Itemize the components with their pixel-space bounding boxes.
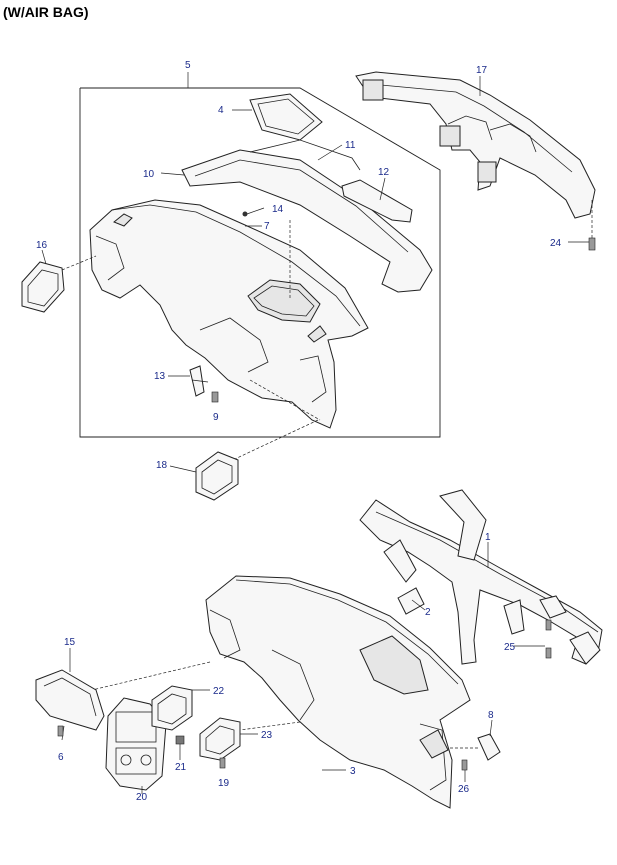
callout-6: 6 xyxy=(58,752,64,763)
callout-8: 8 xyxy=(488,710,494,721)
callout-4: 4 xyxy=(218,105,224,116)
callout-24: 24 xyxy=(550,238,562,249)
callout-9: 9 xyxy=(213,412,219,423)
part-airbag-door[interactable] xyxy=(249,93,323,141)
callout-22: 22 xyxy=(213,686,225,697)
part-rear-duct[interactable] xyxy=(355,71,596,219)
callout-25: 25 xyxy=(504,642,516,653)
part-bolt-25a[interactable] xyxy=(545,619,552,631)
callout-10: 10 xyxy=(143,169,155,180)
part-center-duct[interactable] xyxy=(181,139,433,293)
part-crash-pad-upper[interactable] xyxy=(89,199,369,429)
part-screw-26[interactable] xyxy=(461,759,468,771)
callout-5: 5 xyxy=(185,60,191,71)
part-center-fascia[interactable] xyxy=(105,697,167,791)
part-screw-9[interactable] xyxy=(211,391,219,403)
callout-2: 2 xyxy=(425,607,431,618)
part-bracket-8[interactable] xyxy=(477,733,501,761)
callout-23: 23 xyxy=(261,730,273,741)
part-side-vent-right[interactable] xyxy=(199,717,241,761)
assembly-frame xyxy=(79,72,441,438)
part-clip-14[interactable] xyxy=(242,211,248,217)
part-bolt-25b[interactable] xyxy=(545,647,552,659)
callout-7: 7 xyxy=(264,221,270,232)
callout-3: 3 xyxy=(350,766,356,777)
part-crash-pad-lower[interactable] xyxy=(205,575,471,809)
callout-14: 14 xyxy=(272,204,284,215)
callout-21: 21 xyxy=(175,762,187,773)
callout-12: 12 xyxy=(378,167,390,178)
callout-11: 11 xyxy=(345,140,356,151)
callout-1: 1 xyxy=(485,532,491,543)
callout-16: 16 xyxy=(36,240,48,251)
callout-26: 26 xyxy=(458,784,470,795)
callout-19: 19 xyxy=(218,778,230,789)
part-side-vent-left[interactable] xyxy=(21,255,97,313)
callout-15: 15 xyxy=(64,637,76,648)
part-screw-19[interactable] xyxy=(219,757,226,769)
callout-13: 13 xyxy=(154,371,166,382)
part-cluster-fascia[interactable] xyxy=(35,669,105,731)
part-side-bracket[interactable] xyxy=(341,179,413,223)
part-cowl-crossmember[interactable] xyxy=(359,489,603,665)
callout-17: 17 xyxy=(476,65,488,76)
part-clip-21[interactable] xyxy=(175,735,185,745)
part-bracket-13[interactable] xyxy=(189,365,209,397)
part-screw-6[interactable] xyxy=(57,725,64,737)
part-screw-24[interactable] xyxy=(588,237,596,251)
part-center-vent-22[interactable] xyxy=(151,685,193,731)
callout-20: 20 xyxy=(136,792,148,803)
diagram-title: (W/AIR BAG) xyxy=(3,4,89,20)
part-center-vent[interactable] xyxy=(195,451,239,501)
callout-18: 18 xyxy=(156,460,168,471)
